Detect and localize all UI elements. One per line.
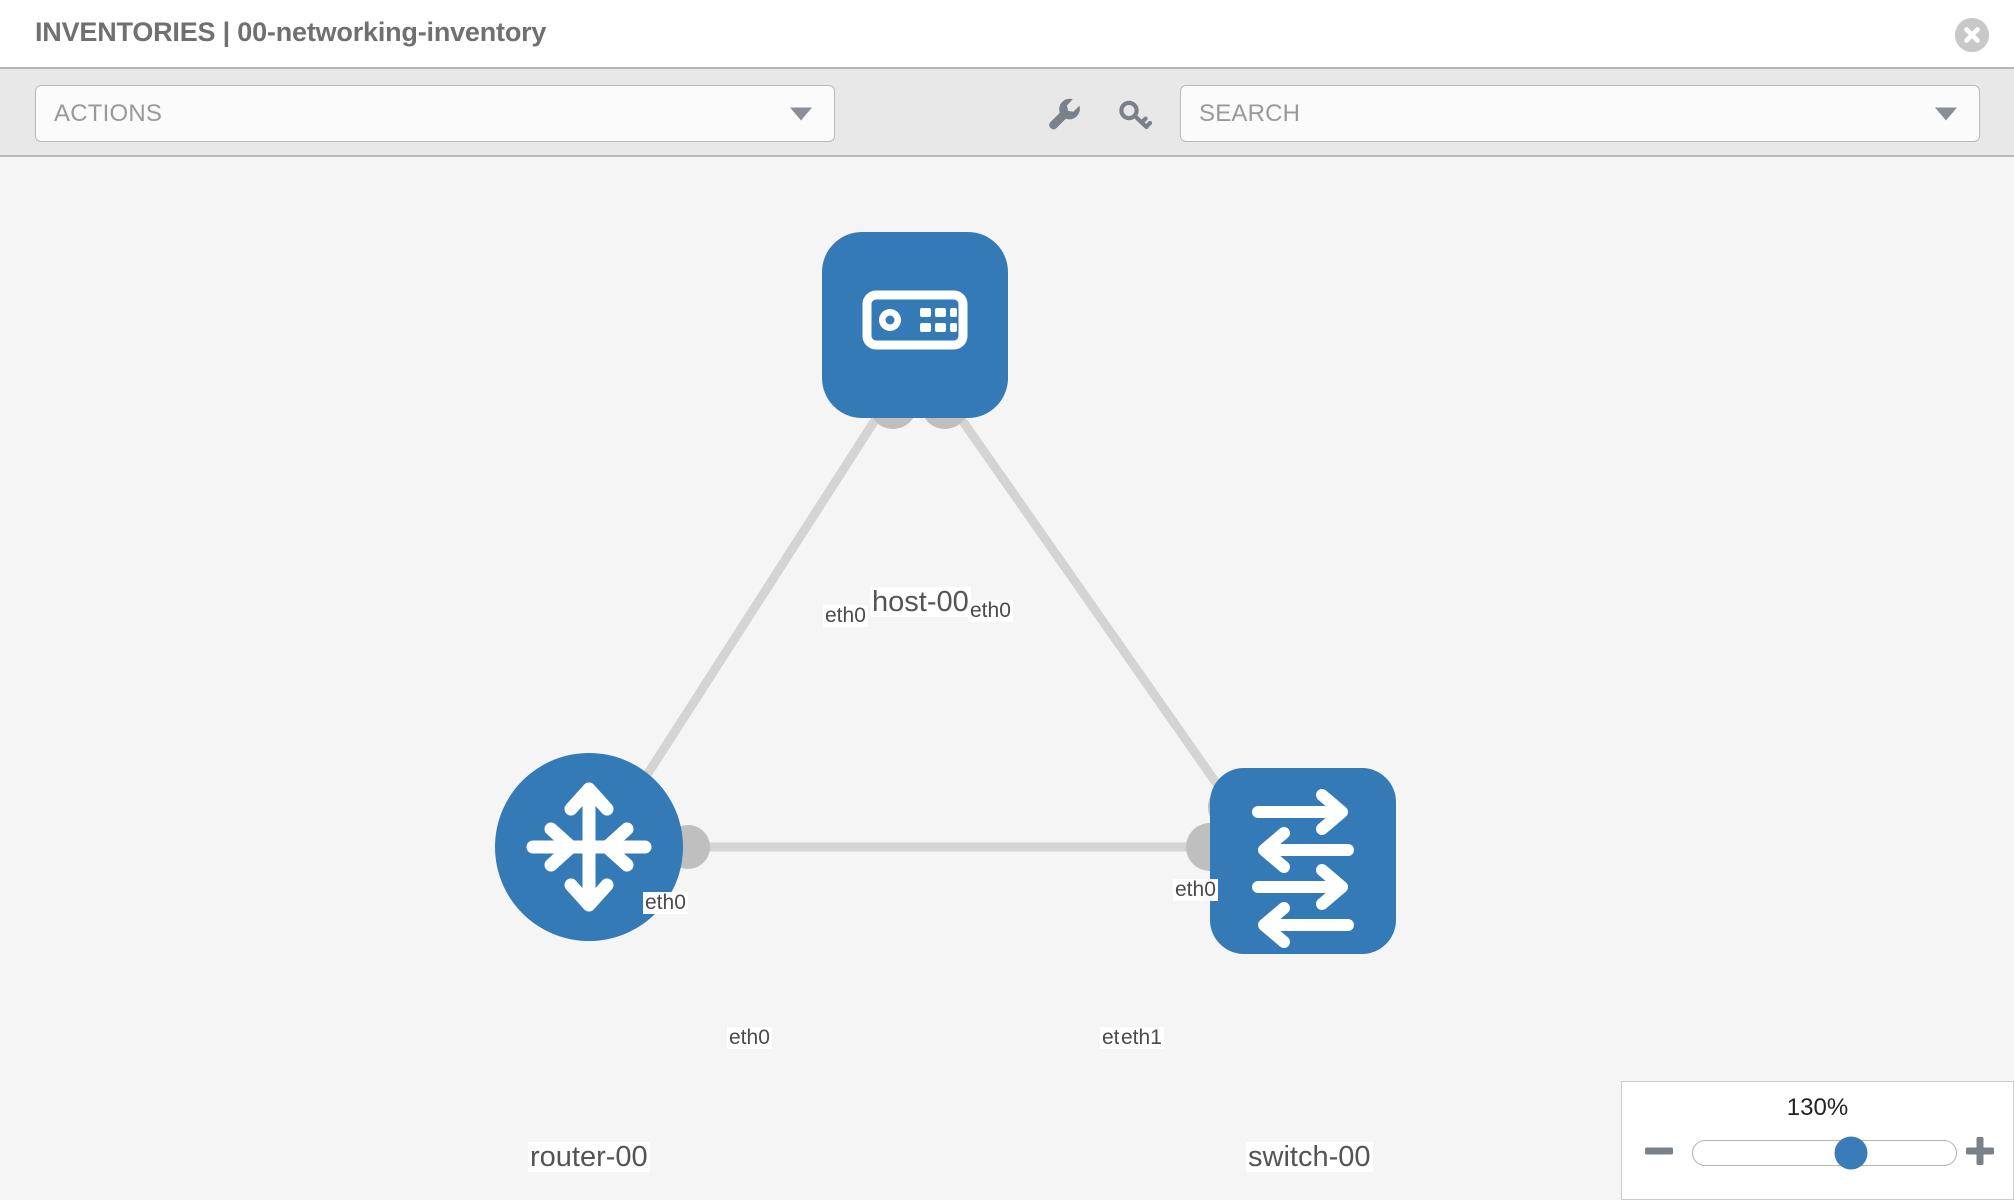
close-icon[interactable] xyxy=(1955,18,1989,52)
iface-label: eth1 xyxy=(1119,1026,1164,1050)
plus-icon[interactable] xyxy=(1963,1134,1997,1168)
iface-label: eth0 xyxy=(823,604,868,628)
node-label-host-00: host-00 xyxy=(870,586,971,618)
connector-endpoints xyxy=(666,381,1256,871)
search-input[interactable]: SEARCH xyxy=(1180,85,1980,142)
node-router-00 xyxy=(495,753,683,941)
actions-dropdown-label: ACTIONS xyxy=(54,99,163,127)
iface-label: eth0 xyxy=(968,599,1013,623)
actions-dropdown[interactable]: ACTIONS xyxy=(35,85,835,142)
minus-icon[interactable] xyxy=(1642,1134,1676,1168)
search-input-value: SEARCH xyxy=(1199,99,1301,127)
topology-canvas[interactable]: eth0 eth0 eth0 eth0 eth0 eth0 eth1 host-… xyxy=(0,157,2014,1200)
link-host-router xyxy=(616,400,890,820)
iface-label: eth0 xyxy=(643,891,688,915)
zoom-slider[interactable] xyxy=(1692,1136,1957,1170)
iface-label: eth0 xyxy=(727,1026,772,1050)
zoom-control-panel: 130% xyxy=(1621,1081,2014,1200)
node-host-00 xyxy=(822,232,1008,418)
page-header: INVENTORIES | 00-networking-inventory xyxy=(0,0,2014,69)
wrench-icon[interactable] xyxy=(1042,92,1086,136)
key-icon[interactable] xyxy=(1113,92,1157,136)
chevron-down-icon xyxy=(1935,107,1957,120)
node-switch-00 xyxy=(1210,768,1396,954)
link-host-switch xyxy=(946,400,1244,820)
chevron-down-icon xyxy=(790,107,812,120)
node-label-router-00: router-00 xyxy=(528,1141,650,1173)
node-label-switch-00: switch-00 xyxy=(1246,1141,1373,1173)
zoom-slider-thumb[interactable] xyxy=(1834,1136,1868,1170)
page-title: INVENTORIES | 00-networking-inventory xyxy=(35,17,547,47)
zoom-level-label: 130% xyxy=(1786,1094,1849,1121)
iface-label: eth0 xyxy=(1173,878,1218,902)
